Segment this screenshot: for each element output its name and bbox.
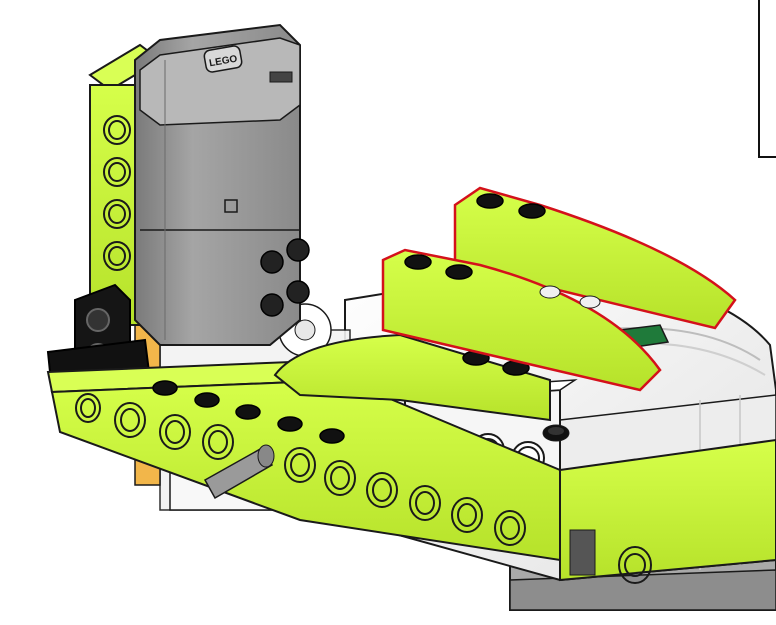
gray-axle	[203, 444, 275, 500]
motor-brand-logo: LEGO	[208, 54, 238, 70]
slope-studs	[404, 193, 546, 280]
motor-axle-holes	[260, 238, 310, 317]
upper-lime-slope	[453, 186, 737, 330]
beam-studs	[152, 380, 345, 444]
white-studs	[539, 285, 601, 309]
new-part-highlight-slopes	[381, 186, 737, 392]
callout-frame	[758, 0, 776, 158]
lego-logo-icon	[203, 45, 243, 73]
lower-lime-slope	[381, 248, 662, 392]
lime-side-brick	[559, 438, 776, 584]
beam-holes	[75, 393, 526, 546]
medium-motor: LEGO	[134, 23, 310, 346]
front-lime-slope	[273, 333, 551, 422]
